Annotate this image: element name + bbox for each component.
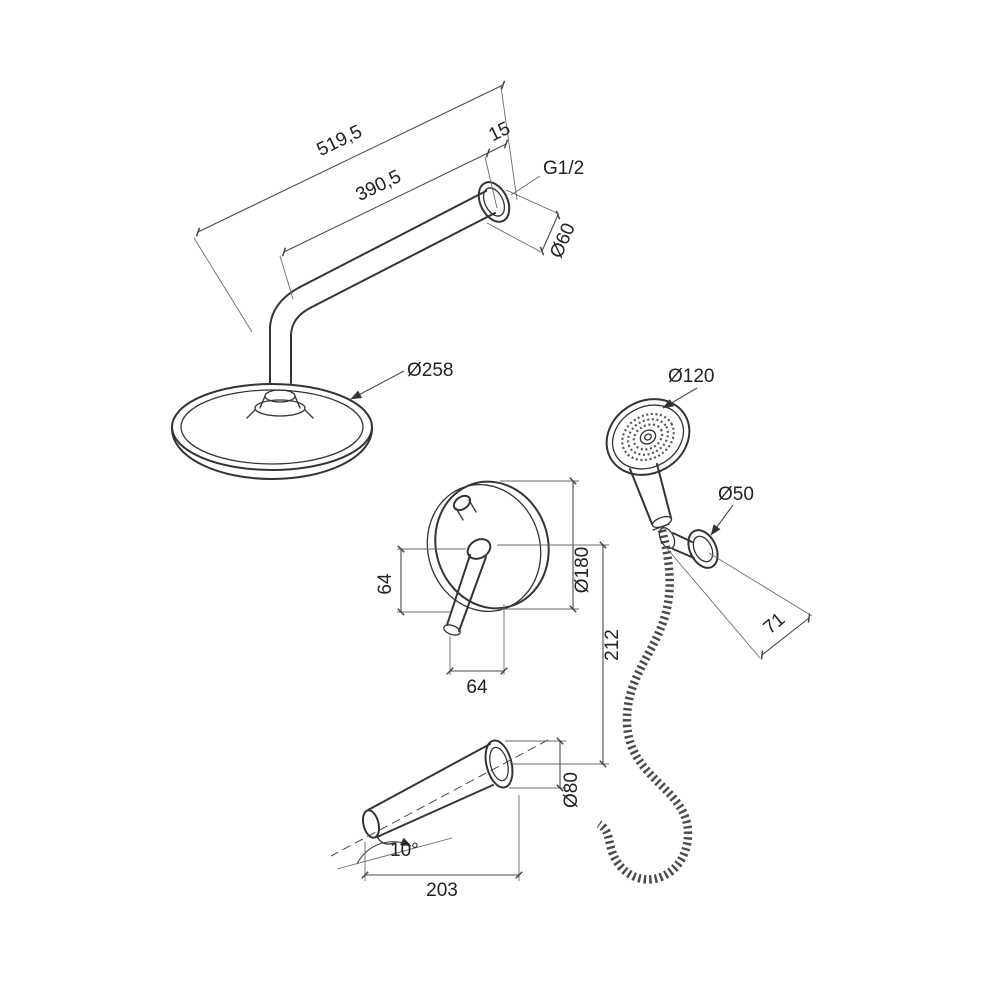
overhead-head-bottom-rim [171, 428, 373, 480]
lever-right-edge [458, 556, 487, 632]
holder-clamp [658, 527, 676, 549]
dim-line-71 [760, 613, 811, 660]
dim-arm-length: 390,5 [353, 166, 405, 206]
overhead-shower-group [171, 181, 511, 480]
leader-thread [510, 175, 541, 196]
diverter-knob-side [455, 507, 464, 521]
lever-end-cap [443, 624, 461, 636]
head-cone-right [304, 409, 314, 419]
angle-reference-line [336, 837, 453, 870]
shower-arm-top-edge [269, 190, 487, 384]
ext-line [708, 552, 813, 617]
spout-bottom-edge [376, 784, 494, 838]
hand-shower-cap [639, 429, 657, 445]
mixer-dimensions: 64 64 Ø180 212 [375, 477, 623, 768]
lever-left-edge [446, 554, 471, 626]
leader-holder-diameter [710, 504, 734, 536]
spout-tip [361, 809, 381, 839]
dim-spout-length: 203 [426, 880, 458, 901]
dim-spout-flange-diameter: Ø80 [561, 772, 582, 808]
lever-pivot [466, 538, 492, 560]
handle-end-cap [651, 515, 673, 529]
head-cone-left [246, 409, 256, 419]
dim-line-519 [195, 80, 506, 237]
dim-hand-shower-diameter: Ø120 [668, 366, 714, 387]
hand-shower-dimensions: Ø120 Ø50 71 [662, 366, 813, 660]
spout-dimensions: Ø80 10° 203 [336, 737, 582, 901]
holder-arm-bottom [672, 548, 695, 559]
dim-line-15 [487, 139, 509, 154]
ext-line [500, 86, 518, 201]
mixer-plate-back [426, 483, 542, 613]
ext-line [663, 544, 761, 659]
overhead-head-top [171, 383, 373, 471]
nozzle-ring [626, 418, 670, 456]
diverter-knob [452, 494, 472, 512]
dim-spout-angle: 10° [390, 840, 419, 861]
nozzle-ring [632, 423, 664, 451]
dim-arm-flange-diameter: Ø60 [546, 220, 580, 261]
ext-line [505, 189, 560, 215]
holder-wall-flange-rim [692, 535, 714, 563]
ext-line [486, 222, 542, 253]
dim-lever-vertical: 64 [375, 573, 396, 595]
spout-wall-flange [484, 739, 514, 789]
ext-line [279, 255, 294, 300]
hand-shower-head [605, 398, 691, 476]
shower-hose [596, 528, 693, 884]
arm-wall-flange [477, 181, 511, 223]
mixer-plate-front [434, 480, 550, 610]
hand-shower-rim [611, 404, 685, 470]
dim-wall-offset: 15 [485, 118, 513, 146]
dim-holder-depth: 71 [760, 609, 790, 639]
dim-line-390 [281, 148, 491, 257]
hand-shower-cap-logo [644, 433, 652, 441]
spout-group [330, 739, 549, 857]
shower-arm-bottom-edge [290, 212, 496, 384]
nozzle-ring [621, 412, 675, 462]
dim-mixer-plate-diameter: Ø180 [572, 547, 593, 593]
leader-hand-diameter [662, 387, 698, 409]
holder-wall-flange [687, 529, 719, 569]
handle-right-edge [656, 463, 672, 519]
handle-left-edge [629, 468, 653, 525]
dim-holder-diameter: Ø50 [718, 484, 754, 505]
ext-line [193, 237, 253, 333]
hose-nut [652, 523, 670, 531]
dim-thread: G1/2 [543, 158, 584, 179]
spout-top-edge [367, 743, 491, 811]
hand-shower-group [596, 398, 719, 884]
dim-lever-horizontal: 64 [466, 677, 488, 698]
spout-wall-flange-rim [489, 746, 509, 782]
dim-head-diameter: Ø258 [407, 360, 453, 381]
head-connector-lower [254, 399, 306, 417]
dim-mixer-to-spout: 212 [602, 629, 623, 661]
spout-centerline [330, 739, 549, 857]
diverter-knob-side [468, 499, 477, 513]
angle-arc [356, 837, 412, 865]
overhead-head-inner [180, 389, 364, 465]
dim-line-d60 [539, 210, 561, 256]
leader-head-diameter [350, 370, 405, 400]
